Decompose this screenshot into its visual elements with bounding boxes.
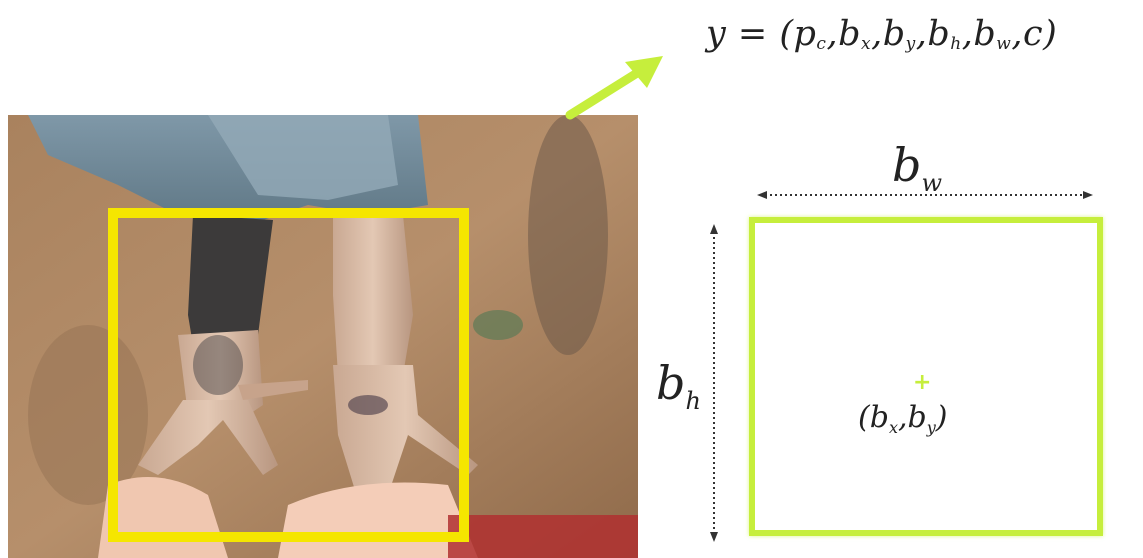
chicken-feet-photo [8, 115, 638, 558]
height-label: bh [656, 356, 701, 410]
formula-by: b [883, 14, 906, 54]
width-label-main: b [892, 138, 921, 192]
formula-bx-sub: x [861, 34, 871, 54]
formula-prefix: y = ( [706, 14, 794, 54]
center-by: b [908, 400, 927, 435]
height-dimension-line [706, 222, 722, 544]
width-label: bw [892, 138, 942, 192]
formula-c: c [1023, 14, 1043, 54]
formula-by-sub: y [906, 34, 916, 54]
arrow-icon [565, 48, 675, 120]
formula-bx: b [838, 14, 861, 54]
formula-bw: b [973, 14, 996, 54]
formula-bw-sub: w [996, 34, 1011, 54]
center-bx: b [870, 400, 889, 435]
center-bx-sub: x [889, 418, 898, 437]
formula-suffix: ) [1043, 14, 1057, 54]
center-label: (bx,by) [858, 400, 948, 435]
center-open-paren: ( [858, 400, 870, 435]
formula-bh: b [927, 14, 950, 54]
formula-p-sub: c [816, 34, 826, 54]
output-vector-formula: y = (pc,bx,by,bh,bw,c) [706, 14, 1142, 74]
formula-bh-sub: h [950, 34, 961, 54]
center-point-icon: + [913, 372, 931, 394]
height-label-main: b [656, 356, 685, 410]
center-close-paren: ) [936, 400, 948, 435]
formula-p: p [794, 14, 817, 54]
photo-illustration [8, 115, 638, 558]
width-dimension-line [755, 187, 1095, 203]
center-by-sub: y [927, 418, 936, 437]
height-label-sub: h [685, 387, 700, 415]
